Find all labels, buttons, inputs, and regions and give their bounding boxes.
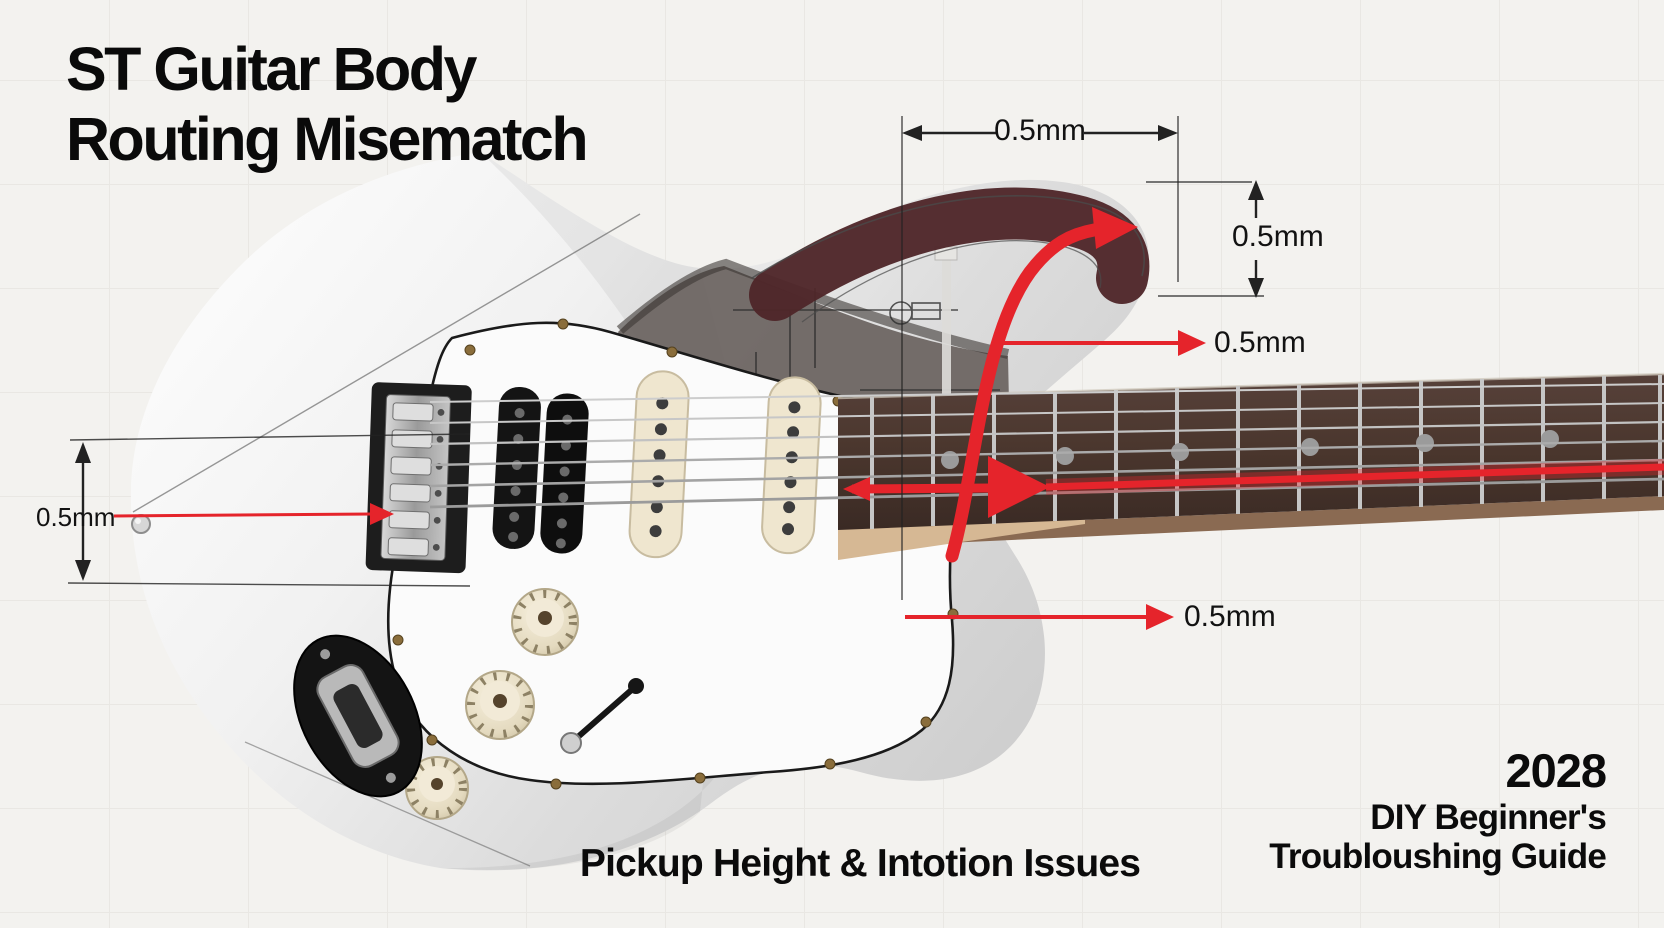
red-curve-arrow-horn: [945, 207, 1138, 563]
red-arrow-mid-right: [998, 330, 1206, 356]
dimension-top: [901, 116, 1179, 600]
dimension-right: [1146, 180, 1264, 298]
pickup-selector-switch: [560, 678, 644, 754]
volume-knob: [511, 588, 579, 656]
red-arrow-left: [113, 503, 394, 525]
footer-subtitle-line-2: Troubloushing Guide: [1269, 837, 1607, 876]
measurement-label-right: 0.5mm: [1232, 220, 1324, 253]
neck-single-coil-pickup: [761, 376, 822, 555]
tone-knob-1: [465, 670, 535, 740]
strap-button: [131, 514, 151, 534]
output-jack-plate: [293, 634, 423, 798]
body-contour-line-upper: [132, 213, 641, 513]
middle-single-coil-pickup: [628, 370, 690, 559]
title-line-2: Routing Misematch: [66, 105, 589, 173]
tone-knob-2: [405, 756, 469, 820]
red-neck-gap-line: [1045, 459, 1664, 495]
footer-block: 2028 DIY Beginner's Troubloushing Guide: [1269, 744, 1607, 876]
footer-subtitle-line-1: DIY Beginner's: [1370, 798, 1607, 837]
measurement-label-top: 0.5mm: [994, 114, 1086, 147]
footer-year: 2028: [1505, 744, 1607, 797]
measurement-label-left: 0.5mm: [36, 502, 116, 532]
measurement-label-mid-right: 0.5mm: [1214, 326, 1306, 359]
dimension-left: [67, 433, 471, 587]
page-title: ST Guitar Body Routing Misematch: [66, 34, 589, 174]
bottom-caption: Pickup Height & Intotion Issues: [579, 842, 1141, 885]
body-contour-line-lower: [244, 741, 531, 867]
red-arrow-lower-right: [905, 604, 1174, 630]
title-line-1: ST Guitar Body: [66, 35, 477, 103]
measurement-label-lower-right: 0.5mm: [1184, 600, 1276, 633]
humbucker-pickup: [492, 387, 589, 554]
horn-routing-channel: [749, 187, 1150, 323]
strings: [429, 383, 1664, 509]
tremolo-bridge: [365, 382, 472, 574]
